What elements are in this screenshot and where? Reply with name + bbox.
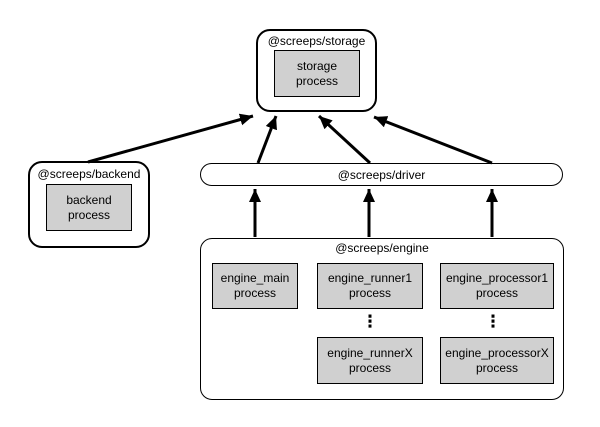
arrow-backend-to-storage [87,113,254,164]
process-box-engine-processorX: engine_processorX process [440,337,554,384]
arrow-driver-to-storage-middle [317,114,372,165]
process-engine-main-line2: process [233,286,277,300]
process-engine-runnerX-line2: process [348,360,392,375]
process-backend-line1: backend [66,192,112,207]
process-storage-line1: storage [296,58,338,73]
arrow-driver-to-storage-right [373,115,493,165]
node-engine-label: @screeps/engine [335,241,429,255]
process-engine-runnerX-line1: engine_runnerX [327,345,413,360]
node-storage-label: @screeps/storage [267,34,366,48]
process-backend-line2: process [67,207,111,222]
node-driver: @screeps/driver [200,163,563,186]
node-backend-label: @screeps/backend [37,167,141,181]
node-storage: @screeps/storage storage process [256,29,377,112]
node-engine: @screeps/engine engine_main process engi… [200,238,564,400]
process-engine-processorX-line2: process [475,360,519,375]
node-backend: @screeps/backend backend process [28,161,150,248]
node-driver-label: @screeps/driver [337,167,426,182]
process-engine-processorX-line1: engine_processorX [445,345,549,360]
process-engine-processor1-line2: process [475,286,519,300]
process-engine-runner1-line2: process [348,286,392,300]
process-engine-main-line1: engine_main [220,271,290,285]
process-engine-processor1-line1: engine_processor1 [445,271,549,285]
process-engine-runner1-line1: engine_runner1 [327,271,413,285]
process-box-engine-main: engine_main process [212,263,298,309]
process-storage-line2: process [295,73,339,88]
vertical-ellipsis-processor: ⋮ [484,312,502,332]
process-box-engine-runnerX: engine_runnerX process [317,337,423,384]
process-box-engine-runner1: engine_runner1 process [317,263,423,309]
arrow-driver-to-storage-left [256,115,278,164]
process-box-backend: backend process [46,184,132,231]
process-box-engine-processor1: engine_processor1 process [440,263,554,309]
vertical-ellipsis-runner: ⋮ [361,312,379,332]
process-box-storage: storage process [274,50,360,97]
